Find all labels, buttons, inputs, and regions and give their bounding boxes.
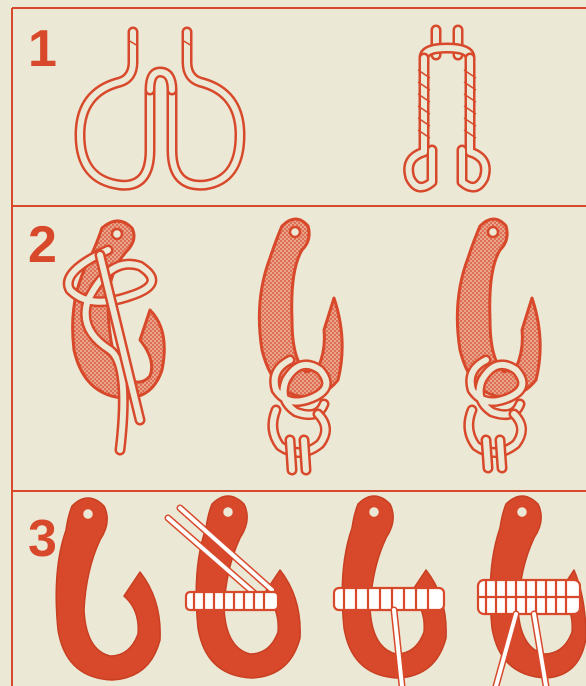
seizing-icon: [186, 592, 278, 610]
step-1-number: 1: [28, 20, 57, 78]
step-3-number: 3: [28, 510, 57, 568]
step-2-number: 2: [28, 216, 57, 274]
seizing-icon: [334, 588, 444, 610]
seizing-icon: [478, 580, 580, 614]
